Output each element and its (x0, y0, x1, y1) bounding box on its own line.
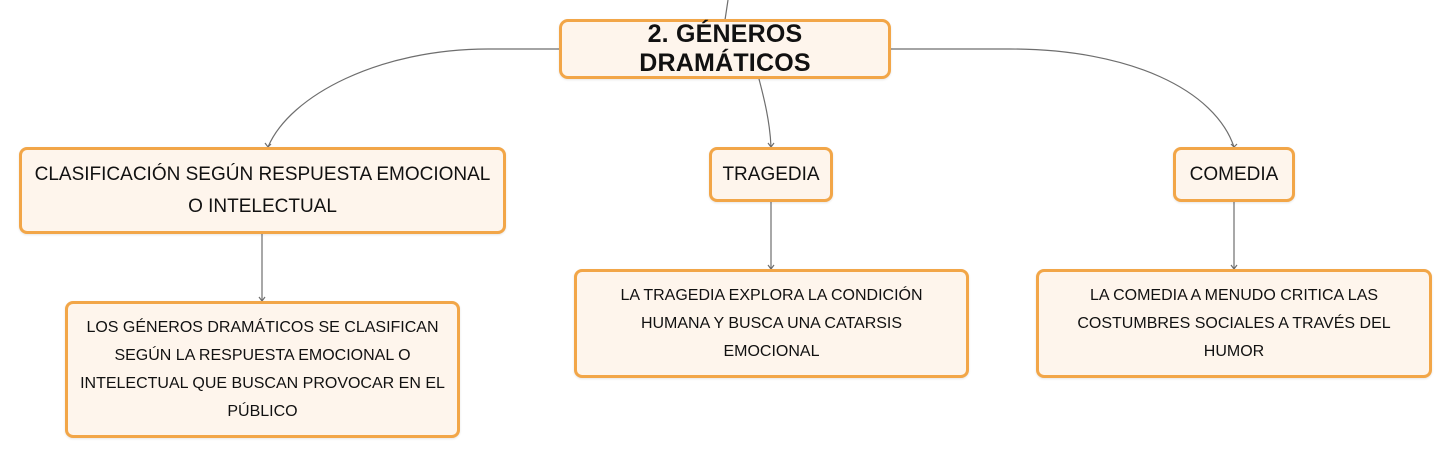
detail-node-comedia[interactable]: LA COMEDIA A MENUDO CRITICA LAS COSTUMBR… (1036, 269, 1432, 378)
detail-label-comedia: LA COMEDIA A MENUDO CRITICA LAS COSTUMBR… (1077, 286, 1391, 360)
connector-root-to-tragedia (758, 78, 772, 148)
detail-label-clasificacion: LOS GÉNEROS DRAMÁTICOS SE CLASIFICAN SEG… (80, 318, 445, 420)
connector-root-to-comedia (891, 48, 1235, 148)
subtopic-node-comedia[interactable]: COMEDIA (1173, 147, 1295, 202)
subtopic-label-comedia: COMEDIA (1189, 163, 1279, 185)
subtopic-node-clasificacion[interactable]: CLASIFICACIÓN SEGÚN RESPUESTA EMOCIONAL … (19, 147, 506, 234)
subtopic-label-tragedia: TRAGEDIA (722, 163, 820, 185)
root-topic-node[interactable]: 2. GÉNEROS DRAMÁTICOS (559, 19, 891, 79)
connector-root-to-clasificacion (267, 48, 559, 148)
detail-node-tragedia[interactable]: LA TRAGEDIA EXPLORA LA CONDICIÓN HUMANA … (574, 269, 969, 378)
detail-label-tragedia: LA TRAGEDIA EXPLORA LA CONDICIÓN HUMANA … (620, 286, 923, 360)
detail-node-clasificacion[interactable]: LOS GÉNEROS DRAMÁTICOS SE CLASIFICAN SEG… (65, 301, 460, 438)
subtopic-label-clasificacion: CLASIFICACIÓN SEGÚN RESPUESTA EMOCIONAL … (34, 163, 491, 217)
connector-parent-to-root (724, 0, 729, 21)
root-topic-label: 2. GÉNEROS DRAMÁTICOS (639, 20, 811, 77)
subtopic-node-tragedia[interactable]: TRAGEDIA (709, 147, 833, 202)
